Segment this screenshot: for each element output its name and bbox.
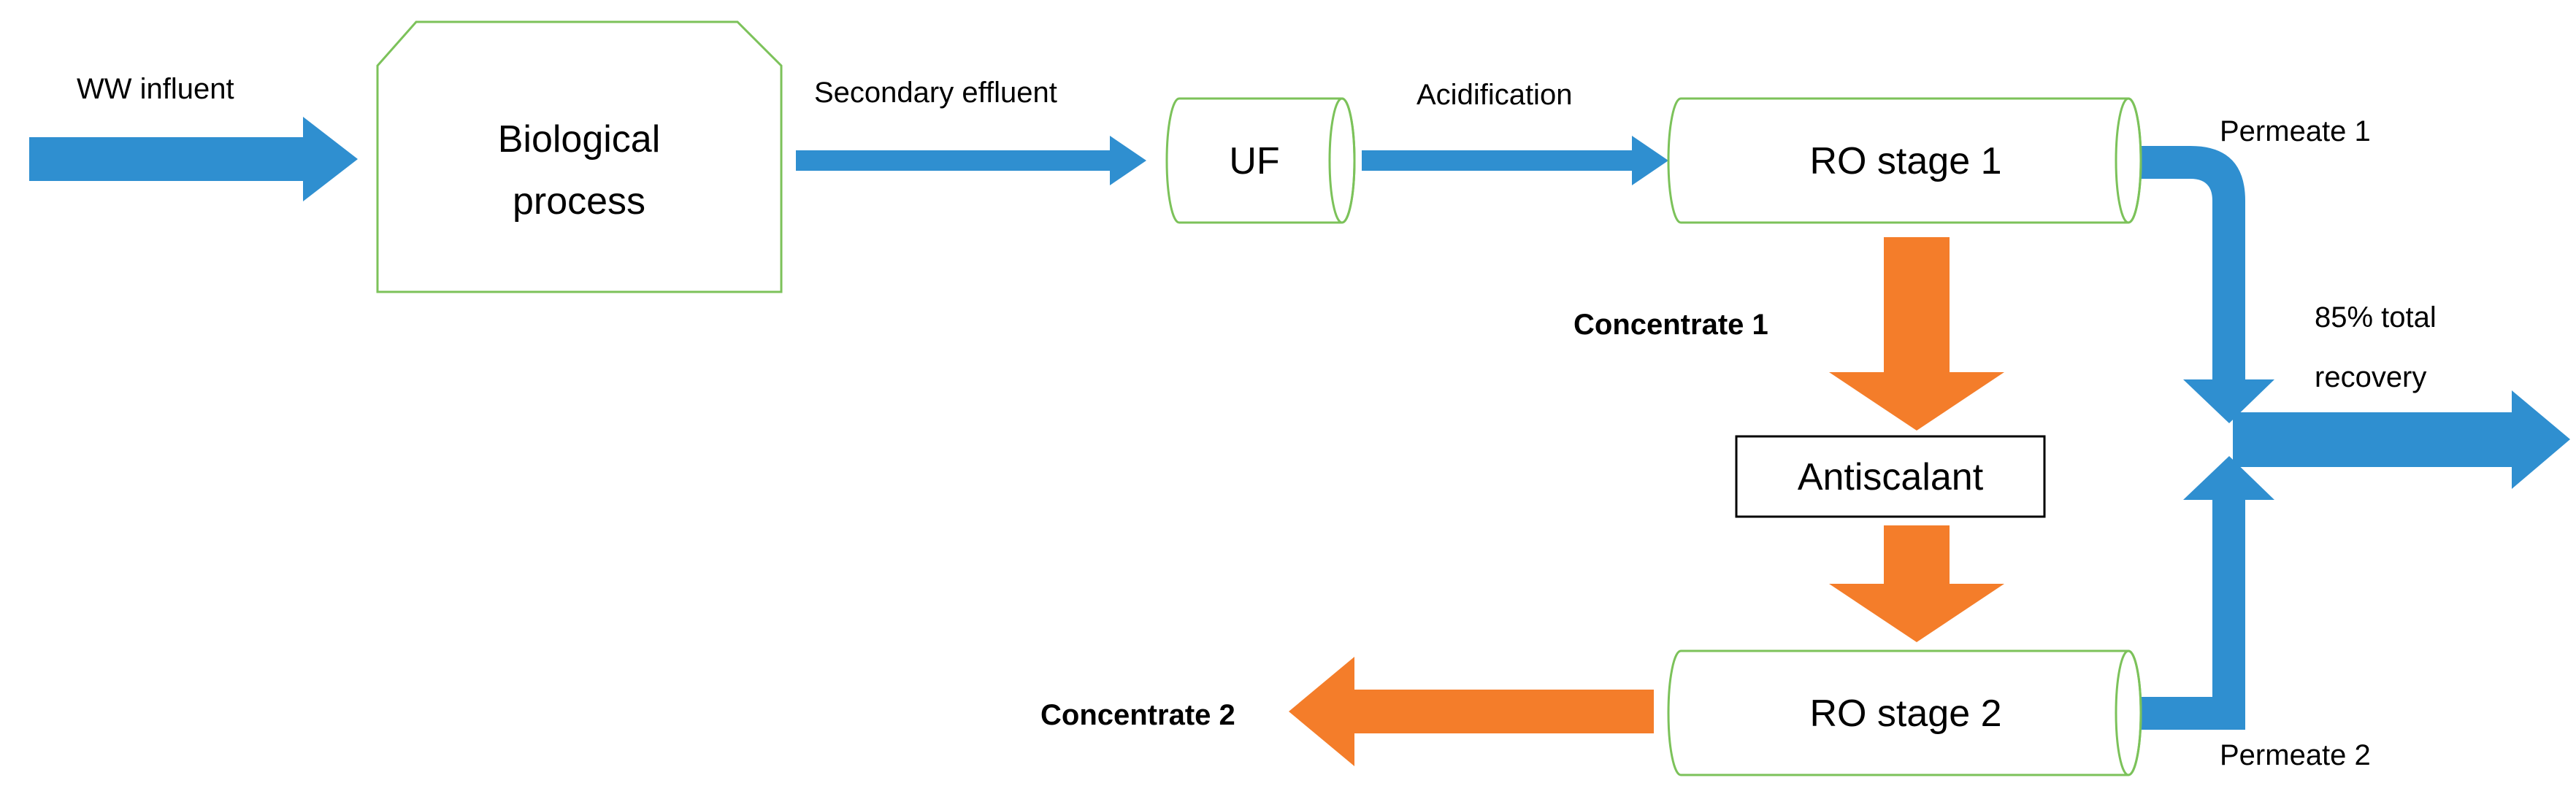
concentrate1-arrow xyxy=(1829,237,2004,431)
permeate1-arrowhead xyxy=(2183,379,2274,423)
acidification-arrow xyxy=(1362,136,1668,185)
permeate2-label: Permeate 2 xyxy=(2220,739,2371,771)
antiscalant-box xyxy=(1735,435,2046,518)
ro-stage1-vessel xyxy=(1667,97,2142,224)
ww-influent-label: WW influent xyxy=(77,73,234,105)
acidification-label: Acidification xyxy=(1417,79,1572,111)
ww-influent-arrow xyxy=(29,117,358,201)
recovery-label-line2: recovery xyxy=(2315,361,2426,393)
secondary-effluent-arrow xyxy=(796,136,1146,185)
concentrate2-label: Concentrate 2 xyxy=(1040,699,1235,731)
ro-stage1-label: RO stage 1 xyxy=(1809,140,2001,182)
permeate2-arrowhead xyxy=(2183,456,2274,500)
antiscalant-to-ro2-arrow xyxy=(1829,525,2004,642)
concentrate2-arrow xyxy=(1289,657,1654,766)
antiscalant-label: Antiscalant xyxy=(1798,456,1984,498)
uf-vessel xyxy=(1165,97,1356,224)
permeate2-pipe xyxy=(2139,500,2245,730)
ro-stage2-vessel xyxy=(1667,649,2142,776)
uf-label: UF xyxy=(1229,140,1279,182)
concentrate1-label: Concentrate 1 xyxy=(1573,309,1768,341)
permeate1-pipe xyxy=(2139,146,2245,379)
total-recovery-arrow xyxy=(2233,390,2570,489)
secondary-effluent-label: Secondary effluent xyxy=(814,77,1057,109)
recovery-label-line1: 85% total xyxy=(2315,301,2437,333)
ro-stage2-label: RO stage 2 xyxy=(1809,693,2001,735)
biological-process-box xyxy=(376,20,783,293)
biological-process-label-line2: process xyxy=(513,180,645,223)
biological-process-label-line1: Biological xyxy=(498,118,661,161)
permeate1-label: Permeate 1 xyxy=(2220,115,2371,147)
